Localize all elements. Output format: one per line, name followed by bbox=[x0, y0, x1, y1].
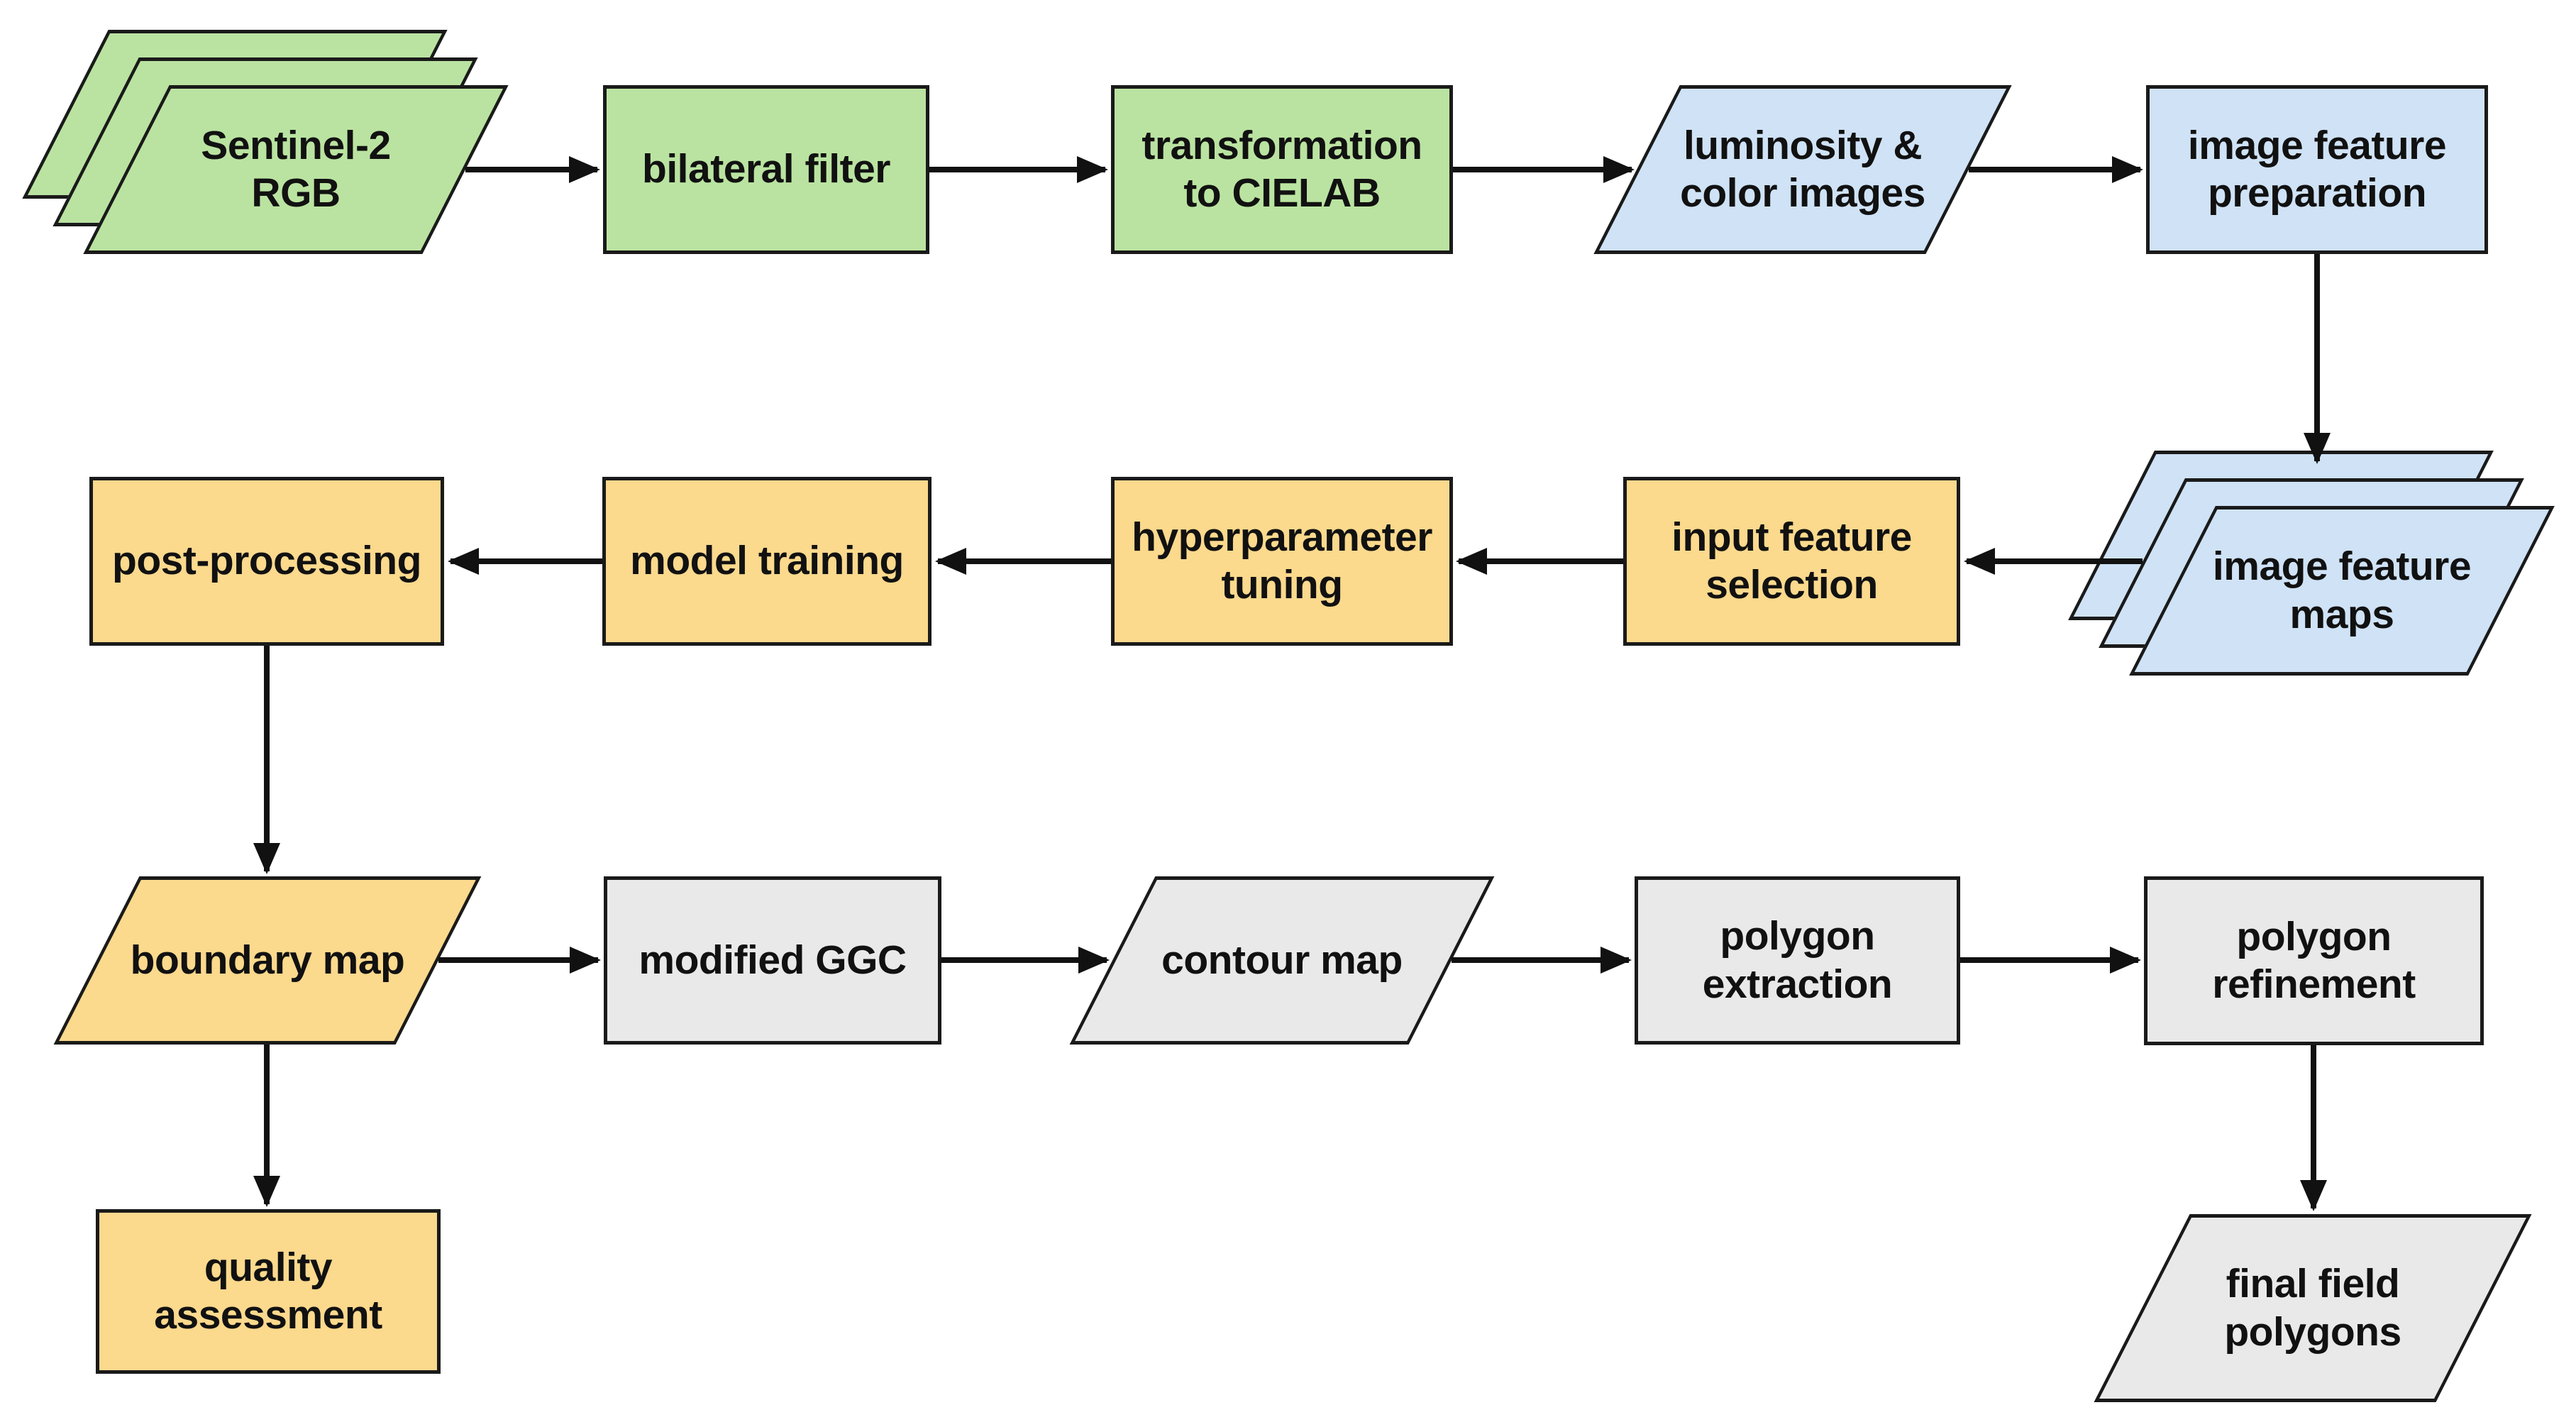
node-final-field-polygons: final field polygons bbox=[2094, 1214, 2532, 1402]
node-label: model training bbox=[630, 538, 904, 584]
process-box bbox=[602, 477, 932, 646]
node-label: polygon refinement bbox=[2212, 913, 2416, 1007]
node-label: post-processing bbox=[112, 538, 421, 584]
node-modified-ggc: modified GGC bbox=[604, 876, 941, 1045]
node-label: Sentinel-2 RGB bbox=[201, 122, 391, 216]
node-label: final field polygons bbox=[2224, 1261, 2401, 1355]
node-hyperparameter-tuning: hyperparameter tuning bbox=[1111, 477, 1453, 646]
process-box bbox=[1623, 477, 1960, 646]
process-box bbox=[2144, 876, 2484, 1045]
node-label: hyperparameter tuning bbox=[1132, 514, 1432, 607]
node-label: quality assessment bbox=[154, 1244, 382, 1338]
node-luminosity-color-images: luminosity & color images bbox=[1593, 85, 2012, 254]
node-polygon-refinement: polygon refinement bbox=[2144, 876, 2484, 1045]
process-box bbox=[89, 477, 444, 646]
process-box bbox=[603, 85, 929, 254]
node-bilateral-filter: bilateral filter bbox=[603, 85, 929, 254]
node-sentinel2-rgb: Sentinel-2 RGB bbox=[22, 30, 509, 254]
node-label: transformation to CIELAB bbox=[1141, 122, 1422, 216]
process-box bbox=[604, 876, 941, 1045]
node-post-processing: post-processing bbox=[89, 477, 444, 646]
node-label: luminosity & color images bbox=[1680, 122, 1925, 216]
node-image-feature-preparation: image feature preparation bbox=[2146, 85, 2488, 254]
node-label: polygon extraction bbox=[1702, 913, 1893, 1007]
process-box bbox=[96, 1209, 441, 1374]
process-box bbox=[1635, 876, 1960, 1045]
node-label: bilateral filter bbox=[642, 146, 890, 192]
node-image-feature-maps: image feature maps bbox=[2068, 451, 2555, 676]
node-quality-assessment: quality assessment bbox=[96, 1209, 441, 1374]
node-polygon-extraction: polygon extraction bbox=[1635, 876, 1960, 1045]
node-model-training: model training bbox=[602, 477, 932, 646]
node-label: image feature preparation bbox=[2187, 122, 2447, 216]
node-label: boundary map bbox=[130, 937, 405, 983]
node-input-feature-selection: input feature selection bbox=[1623, 477, 1960, 646]
process-box bbox=[1111, 477, 1453, 646]
process-box bbox=[1111, 85, 1453, 254]
node-label: modified GGC bbox=[639, 937, 907, 983]
process-box bbox=[2146, 85, 2488, 254]
node-label: contour map bbox=[1161, 937, 1403, 983]
node-transformation-cielab: transformation to CIELAB bbox=[1111, 85, 1453, 254]
node-contour-map: contour map bbox=[1069, 876, 1495, 1045]
node-label: input feature selection bbox=[1671, 514, 1912, 607]
node-boundary-map: boundary map bbox=[53, 876, 482, 1045]
node-label: image feature maps bbox=[2212, 544, 2472, 637]
